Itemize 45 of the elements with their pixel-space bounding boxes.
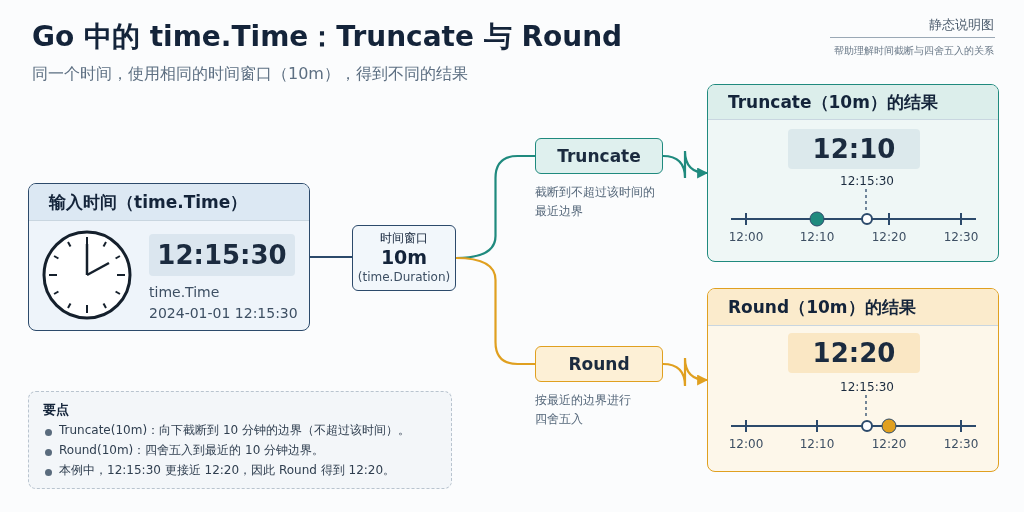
result-card — [707, 288, 999, 472]
tick-label: 12:30 — [942, 437, 980, 451]
type-text: (time.Duration) — [357, 269, 451, 285]
tick-label: 12:10 — [798, 437, 836, 451]
arrow — [662, 356, 709, 388]
bullet-text: Truncate(10m)：向下截断到 10 分钟的边界（不超过该时间）。 — [43, 423, 437, 439]
result-value: 12:20 — [788, 333, 920, 373]
duration-box — [352, 225, 456, 291]
title: Go 中的 time.Time：Truncate 与 Round — [32, 19, 623, 55]
value-text: 10m — [380, 246, 428, 270]
type-text: time.Time — [149, 284, 220, 302]
bullet-text: 本例中，12:15:30 更接近 12:20，因此 Round 得到 12:20。 — [43, 463, 437, 479]
arrow — [662, 149, 709, 180]
tick-label: 12:10 — [798, 230, 836, 244]
description-text: 截断到不超过该时间的最近边界 — [535, 184, 656, 220]
method-box: Truncate — [535, 138, 663, 174]
tick-label: 12:20 — [870, 230, 908, 244]
time-marker-label: 12:15:30 — [837, 173, 897, 189]
time-marker — [861, 420, 873, 432]
tick-label: 12:20 — [870, 437, 908, 451]
card-heading: 输入时间（time.Time） — [29, 184, 309, 221]
description-text: 按最近的边界进行四舍五入 — [535, 392, 632, 428]
tick-label: 12:30 — [942, 230, 980, 244]
header-note: 帮助理解时间截断与四舍五入的关系 — [834, 44, 994, 58]
tick-label: 12:00 — [727, 437, 765, 451]
result-value: 12:10 — [788, 129, 920, 169]
subtitle: 同一个时间，使用相同的时间窗口（10m），得到不同的结果 — [32, 64, 468, 85]
card-heading: Truncate（10m）的结果 — [708, 85, 998, 120]
notes-panel — [28, 391, 452, 489]
time-marker-label: 12:15:30 — [837, 379, 897, 395]
result-card — [707, 84, 999, 262]
time-marker — [861, 213, 873, 225]
card-heading: Round（10m）的结果 — [708, 289, 998, 326]
time-value: 12:15:30 — [149, 234, 295, 276]
leader-line — [865, 188, 867, 213]
connector-line — [310, 255, 352, 259]
bullet-text: Round(10m)：四舍五入到最近的 10 分钟边界。 — [43, 443, 437, 459]
connector-line — [455, 256, 535, 366]
header-note: 静态说明图 — [929, 16, 994, 34]
caption-text: 时间窗口 — [380, 231, 428, 247]
input-card — [28, 183, 310, 331]
notes-heading: 要点 — [43, 402, 70, 419]
method-box: Round — [535, 346, 663, 382]
date-time-text: 2024-01-01 12:15:30 — [149, 305, 298, 323]
tick-label: 12:00 — [727, 230, 765, 244]
